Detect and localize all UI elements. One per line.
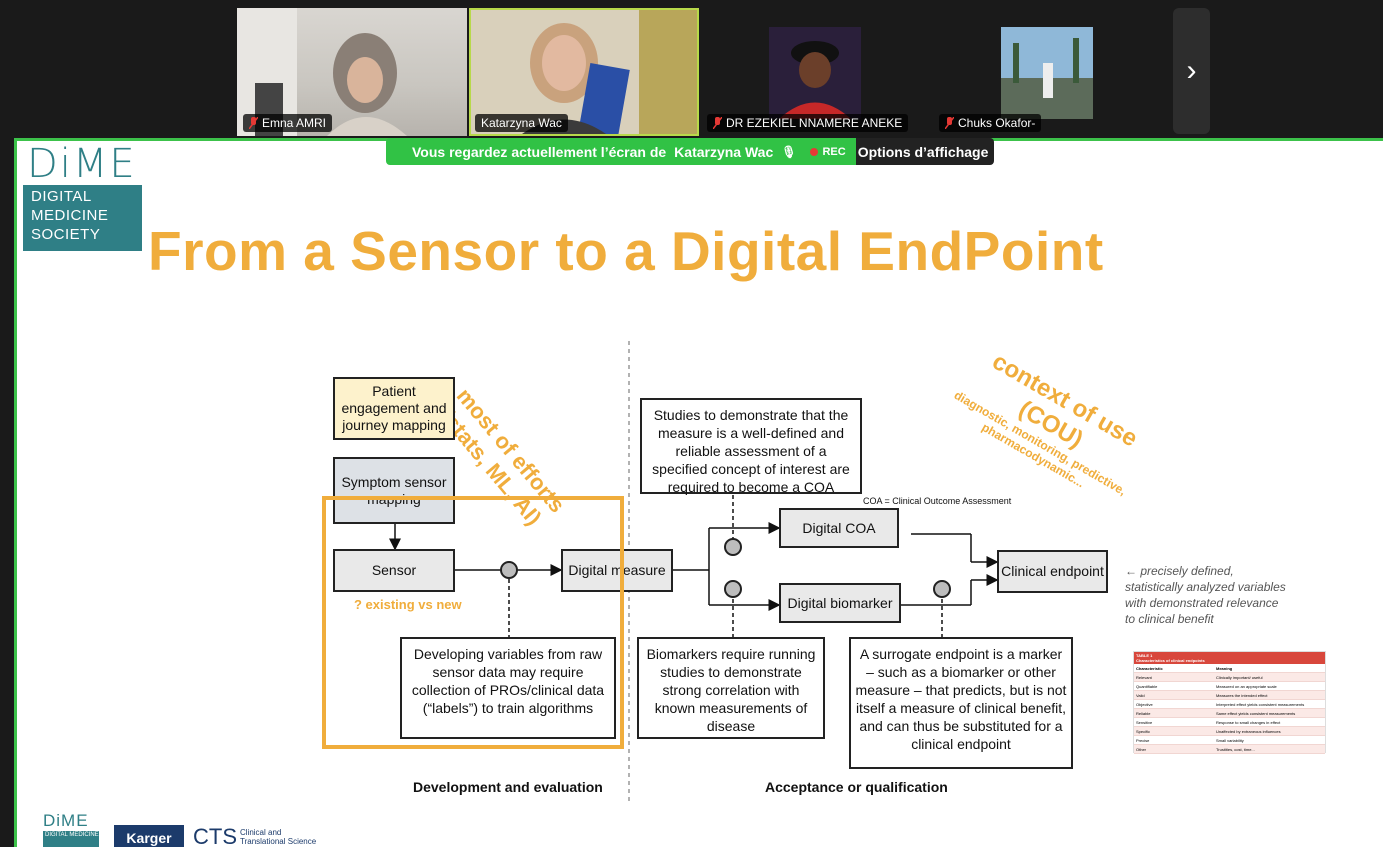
table-cell: Measured on an appropriate scale — [1216, 683, 1277, 689]
digital-biomarker-box: Digital biomarker — [779, 583, 901, 623]
table-header: Characteristic — [1136, 665, 1163, 671]
cts-logo-sub: Clinical and Translational Science — [240, 828, 317, 846]
existing-vs-new-label: ? existing vs new — [354, 597, 462, 612]
table-heading: Characteristics of clinical endpoints — [1136, 658, 1205, 663]
decision-node — [724, 580, 742, 598]
participant-name-katarzyna: Katarzyna Wac — [475, 114, 568, 132]
biomarkers-note: Biomarkers require running studies to de… — [637, 637, 825, 739]
dime-logo-mark: DiME — [27, 141, 137, 187]
table-cell: Measures the intended effect — [1216, 692, 1268, 698]
decision-node — [500, 561, 518, 579]
logo-word: MEDICINE — [31, 207, 109, 224]
participant-tile-ezekiel[interactable]: DR EZEKIEL NNAMERE ANEKE — [701, 8, 931, 136]
table-cell: Clinically important/ useful — [1216, 674, 1263, 680]
participant-avatar-chuks — [1001, 27, 1093, 119]
table-cell: Valid — [1136, 692, 1145, 698]
section-development: Development and evaluation — [413, 779, 603, 795]
studies-note: Studies to demonstrate that the measure … — [640, 398, 862, 495]
table-row: Relevant Clinically important/ useful — [1134, 673, 1325, 682]
karger-logo: Karger — [114, 825, 184, 847]
table-row: Specific Unaffected by extraneous influen… — [1134, 727, 1325, 736]
participant-avatar-ezekiel — [769, 27, 861, 119]
mic-icon: 🎙 — [781, 144, 797, 159]
participant-label: DR EZEKIEL NNAMERE ANEKE — [726, 116, 903, 130]
mic-muted-icon — [249, 117, 258, 129]
table-cell: Response to small changes in effect — [1216, 719, 1281, 725]
developing-variables-note: Developing variables from raw sensor dat… — [400, 637, 616, 739]
clinical-endpoint-box: Clinical endpoint — [997, 550, 1108, 593]
table-cell: Reliable — [1136, 710, 1151, 716]
participant-tile-emna[interactable]: Emna AMRI — [237, 8, 467, 136]
table-row: Reliable Same effect yields consistent me… — [1134, 709, 1325, 718]
table-cell: Same effect yields consistent measuremen… — [1216, 710, 1296, 716]
footer-dime-mark: DiME — [43, 811, 99, 831]
table-row: Other Trustities, cost, time... — [1134, 745, 1325, 754]
participant-tile-chuks[interactable]: Chuks Okafor- — [933, 8, 1163, 136]
logo-word: DIGITAL — [31, 188, 92, 205]
participant-label: Emna AMRI — [262, 116, 327, 130]
participant-name-ezekiel: DR EZEKIEL NNAMERE ANEKE — [707, 114, 909, 132]
dime-logo-words: DIGITAL MEDICINE SOCIETY — [31, 187, 108, 244]
chevron-right-icon: › — [1186, 54, 1197, 87]
table-cell: Quantifiable — [1136, 683, 1158, 689]
decision-node — [724, 538, 742, 556]
table-row: Sensitive Response to small changes in ef… — [1134, 718, 1325, 727]
table-row: Objective Interpreted effect yields consi… — [1134, 700, 1325, 709]
rec-label: REC — [822, 145, 846, 158]
participant-strip: Emna AMRI Katarzyna Wac DR EZEKIEL NNAME… — [0, 0, 1383, 138]
table-cell: Precise — [1136, 737, 1150, 743]
digital-measure-box: Digital measure — [561, 549, 673, 592]
presenter-name: Katarzyna Wac — [674, 143, 774, 160]
slide-title: From a Sensor to a Digital EndPoint — [148, 220, 1104, 282]
footer-dime-logo: DiME DIGITAL MEDICINE — [43, 811, 99, 847]
shared-slide: DiME DIGITAL MEDICINE SOCIETY From a Sen… — [14, 138, 1383, 847]
mic-muted-icon — [945, 117, 954, 129]
table-row: Quantifiable Measured on an appropriate s… — [1134, 682, 1325, 691]
table-cell: Interpreted effect yields consistent mea… — [1216, 701, 1305, 707]
footer-dime-words: DIGITAL MEDICINE — [45, 832, 99, 838]
view-options-button[interactable]: Options d’affichage — [855, 138, 995, 165]
participant-label: Katarzyna Wac — [481, 116, 562, 130]
mic-muted-icon — [713, 117, 722, 129]
surrogate-endpoint-note: A surrogate endpoint is a marker – such … — [849, 637, 1073, 769]
viewing-notice: Vous regardez actuellement l’écran de Ka… — [386, 138, 856, 165]
patient-engagement-box: Patient engagement and journey mapping — [333, 377, 455, 440]
record-dot-icon — [810, 147, 819, 156]
section-acceptance: Acceptance or qualification — [765, 779, 948, 795]
participant-name-chuks: Chuks Okafor- — [939, 114, 1042, 132]
next-participants-button[interactable]: › — [1173, 8, 1210, 134]
table-cell: Unaffected by extraneous influences — [1216, 728, 1281, 734]
coa-caption: COA = Clinical Outcome Assessment — [863, 496, 1012, 506]
table-cell: Trustities, cost, time... — [1216, 746, 1255, 752]
digital-coa-box: Digital COA — [779, 508, 899, 548]
participant-tile-katarzyna[interactable]: Katarzyna Wac — [469, 8, 699, 136]
recording-indicator: REC — [810, 145, 846, 158]
table-cell: Objective — [1136, 701, 1153, 707]
viewing-text: Vous regardez actuellement l’écran de — [412, 143, 667, 160]
endpoint-side-note: ← precisely defined, statistically analy… — [1125, 564, 1286, 626]
table-row: Precise Small variability — [1134, 736, 1325, 745]
table-header-row: Characteristic Meaning — [1134, 664, 1325, 673]
table-cell: Specific — [1136, 728, 1151, 734]
logo-word: SOCIETY — [31, 226, 101, 243]
table-cell: Relevant — [1136, 674, 1152, 680]
screen-share-banner: Vous regardez actuellement l’écran de Ka… — [386, 138, 995, 165]
participant-name-emna: Emna AMRI — [243, 114, 333, 132]
table-cell: Other — [1136, 746, 1147, 752]
table-row: Valid Measures the intended effect — [1134, 691, 1325, 700]
table-header: Meaning — [1216, 665, 1233, 671]
sensor-box: Sensor — [333, 549, 455, 592]
table-cell: Sensitive — [1136, 719, 1153, 725]
table-cell: Small variability — [1216, 737, 1244, 743]
cts-logo: CTS — [193, 824, 237, 847]
decision-node — [933, 580, 951, 598]
participant-label: Chuks Okafor- — [958, 116, 1036, 130]
table-caption: TABLE 1 — [1136, 653, 1153, 658]
dime-logo: DiME DIGITAL MEDICINE SOCIETY — [23, 141, 142, 251]
efforts-highlight-frame — [322, 496, 624, 749]
